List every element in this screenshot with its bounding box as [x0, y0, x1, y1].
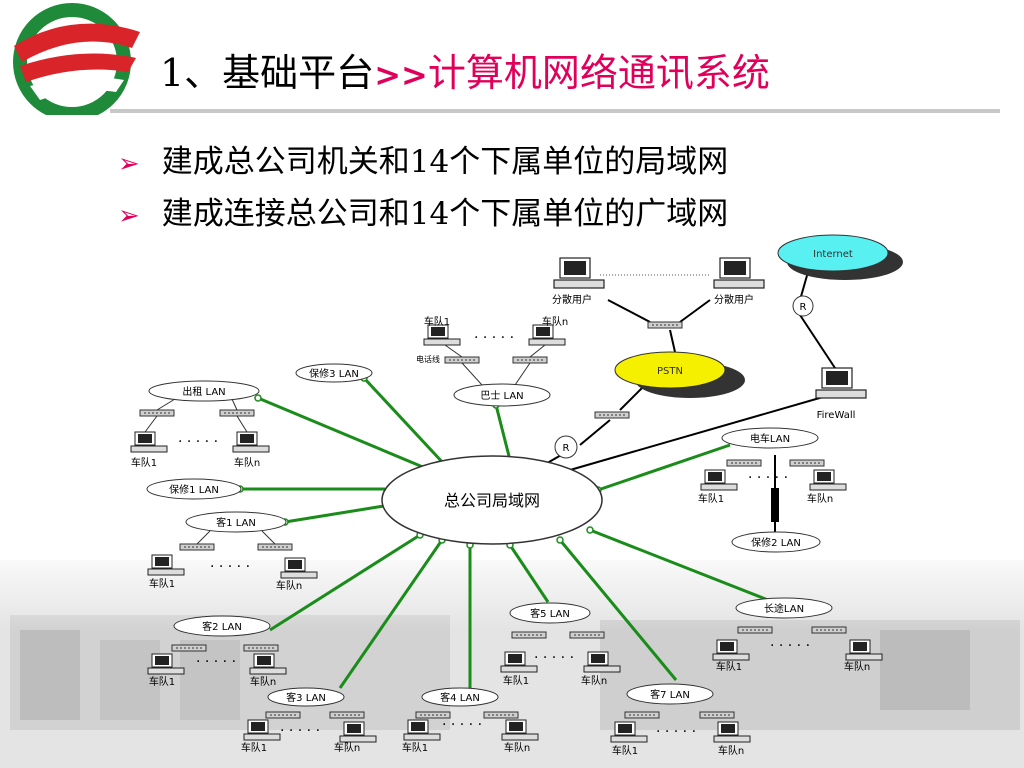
lan-baoxiu1-label: 保修1 LAN — [169, 483, 219, 496]
svg-text:车队n: 车队n — [844, 660, 870, 673]
svg-text:R: R — [800, 302, 807, 313]
svg-text:车队1: 车队1 — [424, 315, 450, 328]
company-logo — [13, 3, 140, 115]
svg-text:· · · · ·: · · · · · — [442, 717, 482, 733]
svg-text:车队n: 车队n — [504, 741, 530, 754]
dianche-team-group: 车队1 车队n · · · · · — [698, 459, 847, 505]
router-top: R — [792, 295, 814, 317]
lan-baoxiu3 — [295, 363, 373, 383]
svg-text:车队1: 车队1 — [503, 674, 529, 687]
svg-text:· · · · ·: · · · · · — [748, 470, 788, 486]
modem-hub — [647, 321, 683, 329]
central-lan: 总公司局域网 — [381, 455, 603, 545]
svg-text:车队n: 车队n — [542, 315, 568, 328]
lan-ke3-label: 客3 LAN — [286, 691, 326, 704]
lan-bashi — [453, 383, 551, 407]
svg-text:车队n: 车队n — [718, 744, 744, 757]
svg-text:车队1: 车队1 — [698, 492, 724, 505]
svg-text:车队n: 车队n — [234, 456, 260, 469]
lan-ke4-label: 客4 LAN — [440, 691, 480, 704]
lan-ke1 — [185, 511, 287, 533]
lan-chuzu — [148, 380, 260, 402]
bus-team-group: 车队1 车队n · · · · · 电话线 — [416, 315, 568, 386]
modem-hub — [594, 411, 630, 419]
arrow-bullet-icon: ➢ — [118, 149, 140, 179]
lan-baoxiu3-label: 保修3 LAN — [309, 367, 359, 380]
ke5-team-group: 车队1 车队n · · · · · — [500, 631, 621, 687]
svg-text:车队1: 车队1 — [241, 741, 267, 754]
lan-dianche — [721, 427, 819, 449]
title-highlight: 计算机网络通讯系统 — [427, 51, 770, 95]
lan-ke2 — [173, 615, 271, 637]
title-arrow: >> — [374, 56, 428, 94]
svg-text:车队n: 车队n — [334, 741, 360, 754]
arrow-bullet-icon: ➢ — [118, 201, 140, 231]
svg-text:· · · · ·: · · · · · — [474, 330, 514, 346]
lan-changtu-label: 长途LAN — [764, 602, 804, 615]
title-divider — [110, 109, 1000, 113]
ke3-team-group: 车队1 车队n · · · · · — [241, 711, 377, 754]
page-title: 1、基础平台>>计算机网络通讯系统 — [160, 42, 770, 97]
svg-text:电话线: 电话线 — [416, 354, 440, 364]
internet-label: Internet — [813, 249, 853, 260]
svg-text:车队n: 车队n — [276, 579, 302, 592]
lan-ke5-label: 客5 LAN — [530, 607, 570, 620]
lan-ke1-label: 客1 LAN — [216, 516, 256, 529]
title-prefix: 1、基础平台 — [160, 51, 375, 95]
svg-text:FireWall: FireWall — [817, 410, 856, 421]
svg-text:总公司局域网: 总公司局域网 — [444, 491, 540, 510]
lan-bashi-label: 巴士 LAN — [480, 389, 523, 402]
lan-ke2-label: 客2 LAN — [202, 620, 242, 633]
pstn-label: PSTN — [657, 366, 683, 377]
svg-text:· · · · ·: · · · · · — [178, 434, 218, 450]
lan-ke7 — [626, 683, 714, 705]
lan-baoxiu2 — [731, 531, 821, 553]
ke1-team-group: 车队1 车队n · · · · · — [147, 530, 318, 592]
svg-text:车队1: 车队1 — [149, 577, 175, 590]
svg-text:分散用户: 分散用户 — [714, 293, 754, 306]
internet-cloud: Internet — [777, 234, 903, 280]
svg-text:· · · · ·: · · · · · — [534, 650, 574, 666]
svg-text:车队n: 车队n — [807, 492, 833, 505]
dispersed-user-computer: 分散用户 — [552, 257, 605, 306]
svg-text:· · · · ·: · · · · · — [280, 723, 320, 739]
bullet-text: 建成总公司机关和14个下属单位的局域网 — [161, 144, 729, 180]
changtu-team-group: 车队1 车队n · · · · · — [712, 626, 883, 673]
svg-text:车队1: 车队1 — [402, 741, 428, 754]
svg-text:车队1: 车队1 — [716, 660, 742, 673]
bullet-text: 建成连接总公司和14个下属单位的广域网 — [161, 196, 729, 232]
bullet-item: ➢ 建成连接总公司和14个下属单位的广域网 — [118, 188, 728, 233]
chuzu-team-group: 车队1 车队n · · · · · — [130, 398, 270, 469]
svg-text:· · · · ·: · · · · · — [210, 559, 250, 575]
svg-text:车队1: 车队1 — [131, 456, 157, 469]
svg-text:R: R — [563, 443, 570, 454]
svg-text:车队n: 车队n — [581, 674, 607, 687]
bullet-item: ➢ 建成总公司机关和14个下属单位的局域网 — [118, 136, 728, 181]
lan-changtu — [735, 597, 833, 619]
lan-ke4 — [421, 687, 499, 707]
lan-ke7-label: 客7 LAN — [650, 688, 690, 701]
lan-ke5 — [509, 602, 591, 624]
lan-baoxiu2-label: 保修2 LAN — [751, 536, 801, 549]
svg-text:车队1: 车队1 — [149, 675, 175, 688]
lan-chuzu-label: 出租 LAN — [182, 385, 225, 398]
svg-text:· · · · ·: · · · · · — [656, 724, 696, 740]
svg-text:车队n: 车队n — [250, 675, 276, 688]
ke4-team-group: 车队1 车队n · · · · · — [402, 711, 539, 754]
ke2-team-group: 车队1 车队n · · · · · — [147, 644, 287, 688]
lan-ke3 — [267, 687, 345, 707]
router-center: R — [554, 435, 578, 459]
lan-dianche-label: 电车LAN — [750, 432, 790, 445]
ke7-team-group: 车队1 车队n · · · · · — [610, 711, 751, 757]
firewall-computer: FireWall — [815, 367, 867, 421]
svg-text:车队1: 车队1 — [612, 744, 638, 757]
pstn-cloud: PSTN — [614, 351, 745, 398]
svg-text:分散用户: 分散用户 — [552, 293, 592, 306]
svg-text:· · · · ·: · · · · · — [196, 654, 236, 670]
lan-baoxiu1 — [146, 478, 242, 500]
dispersed-user-computer: 分散用户 — [713, 257, 765, 306]
svg-text:· · · · ·: · · · · · — [770, 638, 810, 654]
